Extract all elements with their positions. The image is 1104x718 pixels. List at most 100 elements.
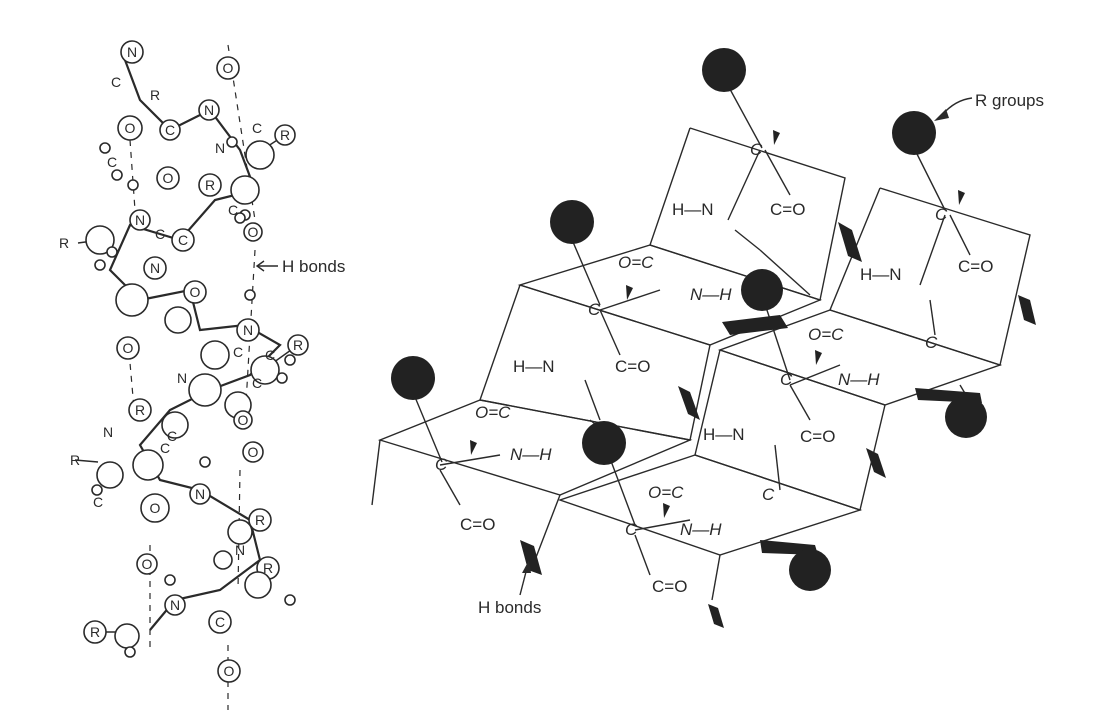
label-n: N (235, 542, 245, 558)
label-o: O (224, 663, 235, 679)
r-groups-label: R groups (975, 91, 1044, 110)
atom-r-group (128, 398, 152, 422)
sheet-c: C (750, 140, 763, 159)
sheet-co: C=O (800, 427, 835, 446)
chiral-wedges (470, 130, 965, 518)
r-group-atom (789, 549, 831, 591)
helix-hydrogen-atoms (91, 136, 296, 658)
label-c: C (165, 122, 175, 138)
atom-nitrogen (198, 99, 220, 121)
atom-carbon (114, 623, 140, 649)
sheet-c: C (935, 205, 948, 224)
label-r: R (255, 512, 265, 528)
sheet-hn: H—N (703, 425, 745, 444)
label-n: N (127, 44, 137, 60)
label-n: N (243, 322, 253, 338)
atom-oxygen (183, 280, 207, 304)
label-c: C (252, 120, 262, 136)
atom-carbon (96, 461, 124, 489)
label-r: R (150, 87, 160, 103)
h-bonds-label-sheet: H bonds (478, 598, 541, 617)
sheet-oc: O=C (475, 403, 511, 422)
sheet-backbone-bonds (439, 149, 971, 576)
sheet-oc: O=C (618, 253, 654, 272)
r-group-atom (741, 269, 783, 311)
sheet-oc: O=C (808, 325, 844, 344)
label-n: N (150, 260, 160, 276)
sheet-co: C=O (652, 577, 687, 596)
label-o: O (190, 284, 201, 300)
label-r: R (70, 452, 80, 468)
label-o: O (248, 224, 259, 240)
label-r: R (280, 127, 290, 143)
label-c: C (111, 74, 121, 90)
atom-oxygen (217, 659, 241, 683)
atom-nitrogen (120, 40, 144, 64)
label-o: O (238, 412, 249, 428)
atom-carbon (245, 140, 275, 170)
r-group-atom (945, 396, 987, 438)
sheet-nh: N—H (838, 370, 880, 389)
label-c: C (215, 614, 225, 630)
sheet-oc: O=C (648, 483, 684, 502)
label-r: R (59, 235, 69, 251)
r-group-atom (550, 200, 594, 244)
sheet-nh: N—H (690, 285, 732, 304)
r-group-sticks (409, 79, 976, 566)
h-bonds-callout-helix: H bonds (255, 257, 345, 276)
atom-carbon (250, 355, 280, 385)
atom-oxygen (233, 410, 253, 430)
label-c: C (160, 440, 170, 456)
atom-oxygen (242, 441, 264, 463)
r-group-atom (702, 48, 746, 92)
atom-carbon (132, 449, 164, 481)
sheet-c: C (762, 485, 775, 504)
atom-nitrogen (143, 256, 167, 280)
label-o: O (125, 120, 136, 136)
label-r: R (90, 624, 100, 640)
r-groups-callout: R groups (934, 91, 1044, 121)
sheet-right-bottom-edge (711, 554, 721, 601)
h-bonds-callout-sheet: H bonds (478, 560, 541, 617)
sheet-left-bottom-edge (534, 494, 561, 561)
atom-r-group (287, 334, 309, 356)
label-c: C (228, 202, 238, 218)
label-c: C (107, 154, 117, 170)
atom-r-group (274, 124, 296, 146)
helix-atom-labels: N O C N O R O R N C O R N O N R O N R O … (59, 44, 303, 679)
sheet-co: C=O (460, 515, 495, 534)
label-o: O (123, 340, 134, 356)
sheet-nh: N—H (510, 445, 552, 464)
atom-carbon (164, 306, 192, 334)
label-o: O (223, 60, 234, 76)
atom-nitrogen (164, 594, 186, 616)
label-r: R (293, 337, 303, 353)
label-c: C (178, 232, 188, 248)
sheet-c: C (435, 455, 448, 474)
atom-carbon (227, 519, 253, 545)
atom-oxygen (213, 550, 233, 570)
label-r: R (205, 177, 215, 193)
atom-carbon (208, 610, 232, 634)
sheet-co: C=O (615, 357, 650, 376)
label-c: C (155, 226, 165, 242)
label-o: O (142, 556, 153, 572)
label-o: O (248, 444, 259, 460)
helix-backbone (108, 59, 282, 631)
label-o: O (150, 500, 161, 516)
r-group-atoms (391, 48, 987, 591)
label-n: N (170, 597, 180, 613)
sheet-hn: H—N (860, 265, 902, 284)
label-r: R (135, 402, 145, 418)
label-n: N (215, 140, 225, 156)
atom-r-group (248, 508, 272, 532)
sheet-labels: C H—N C=O O=C N—H C H—N C=O O=C N—H C C=… (435, 140, 993, 596)
atom-carbon (188, 373, 222, 407)
label-n: N (135, 212, 145, 228)
atom-carbon (244, 571, 272, 599)
label-n: N (195, 486, 205, 502)
atom-oxygen (243, 222, 263, 242)
atom-nitrogen (236, 318, 260, 342)
